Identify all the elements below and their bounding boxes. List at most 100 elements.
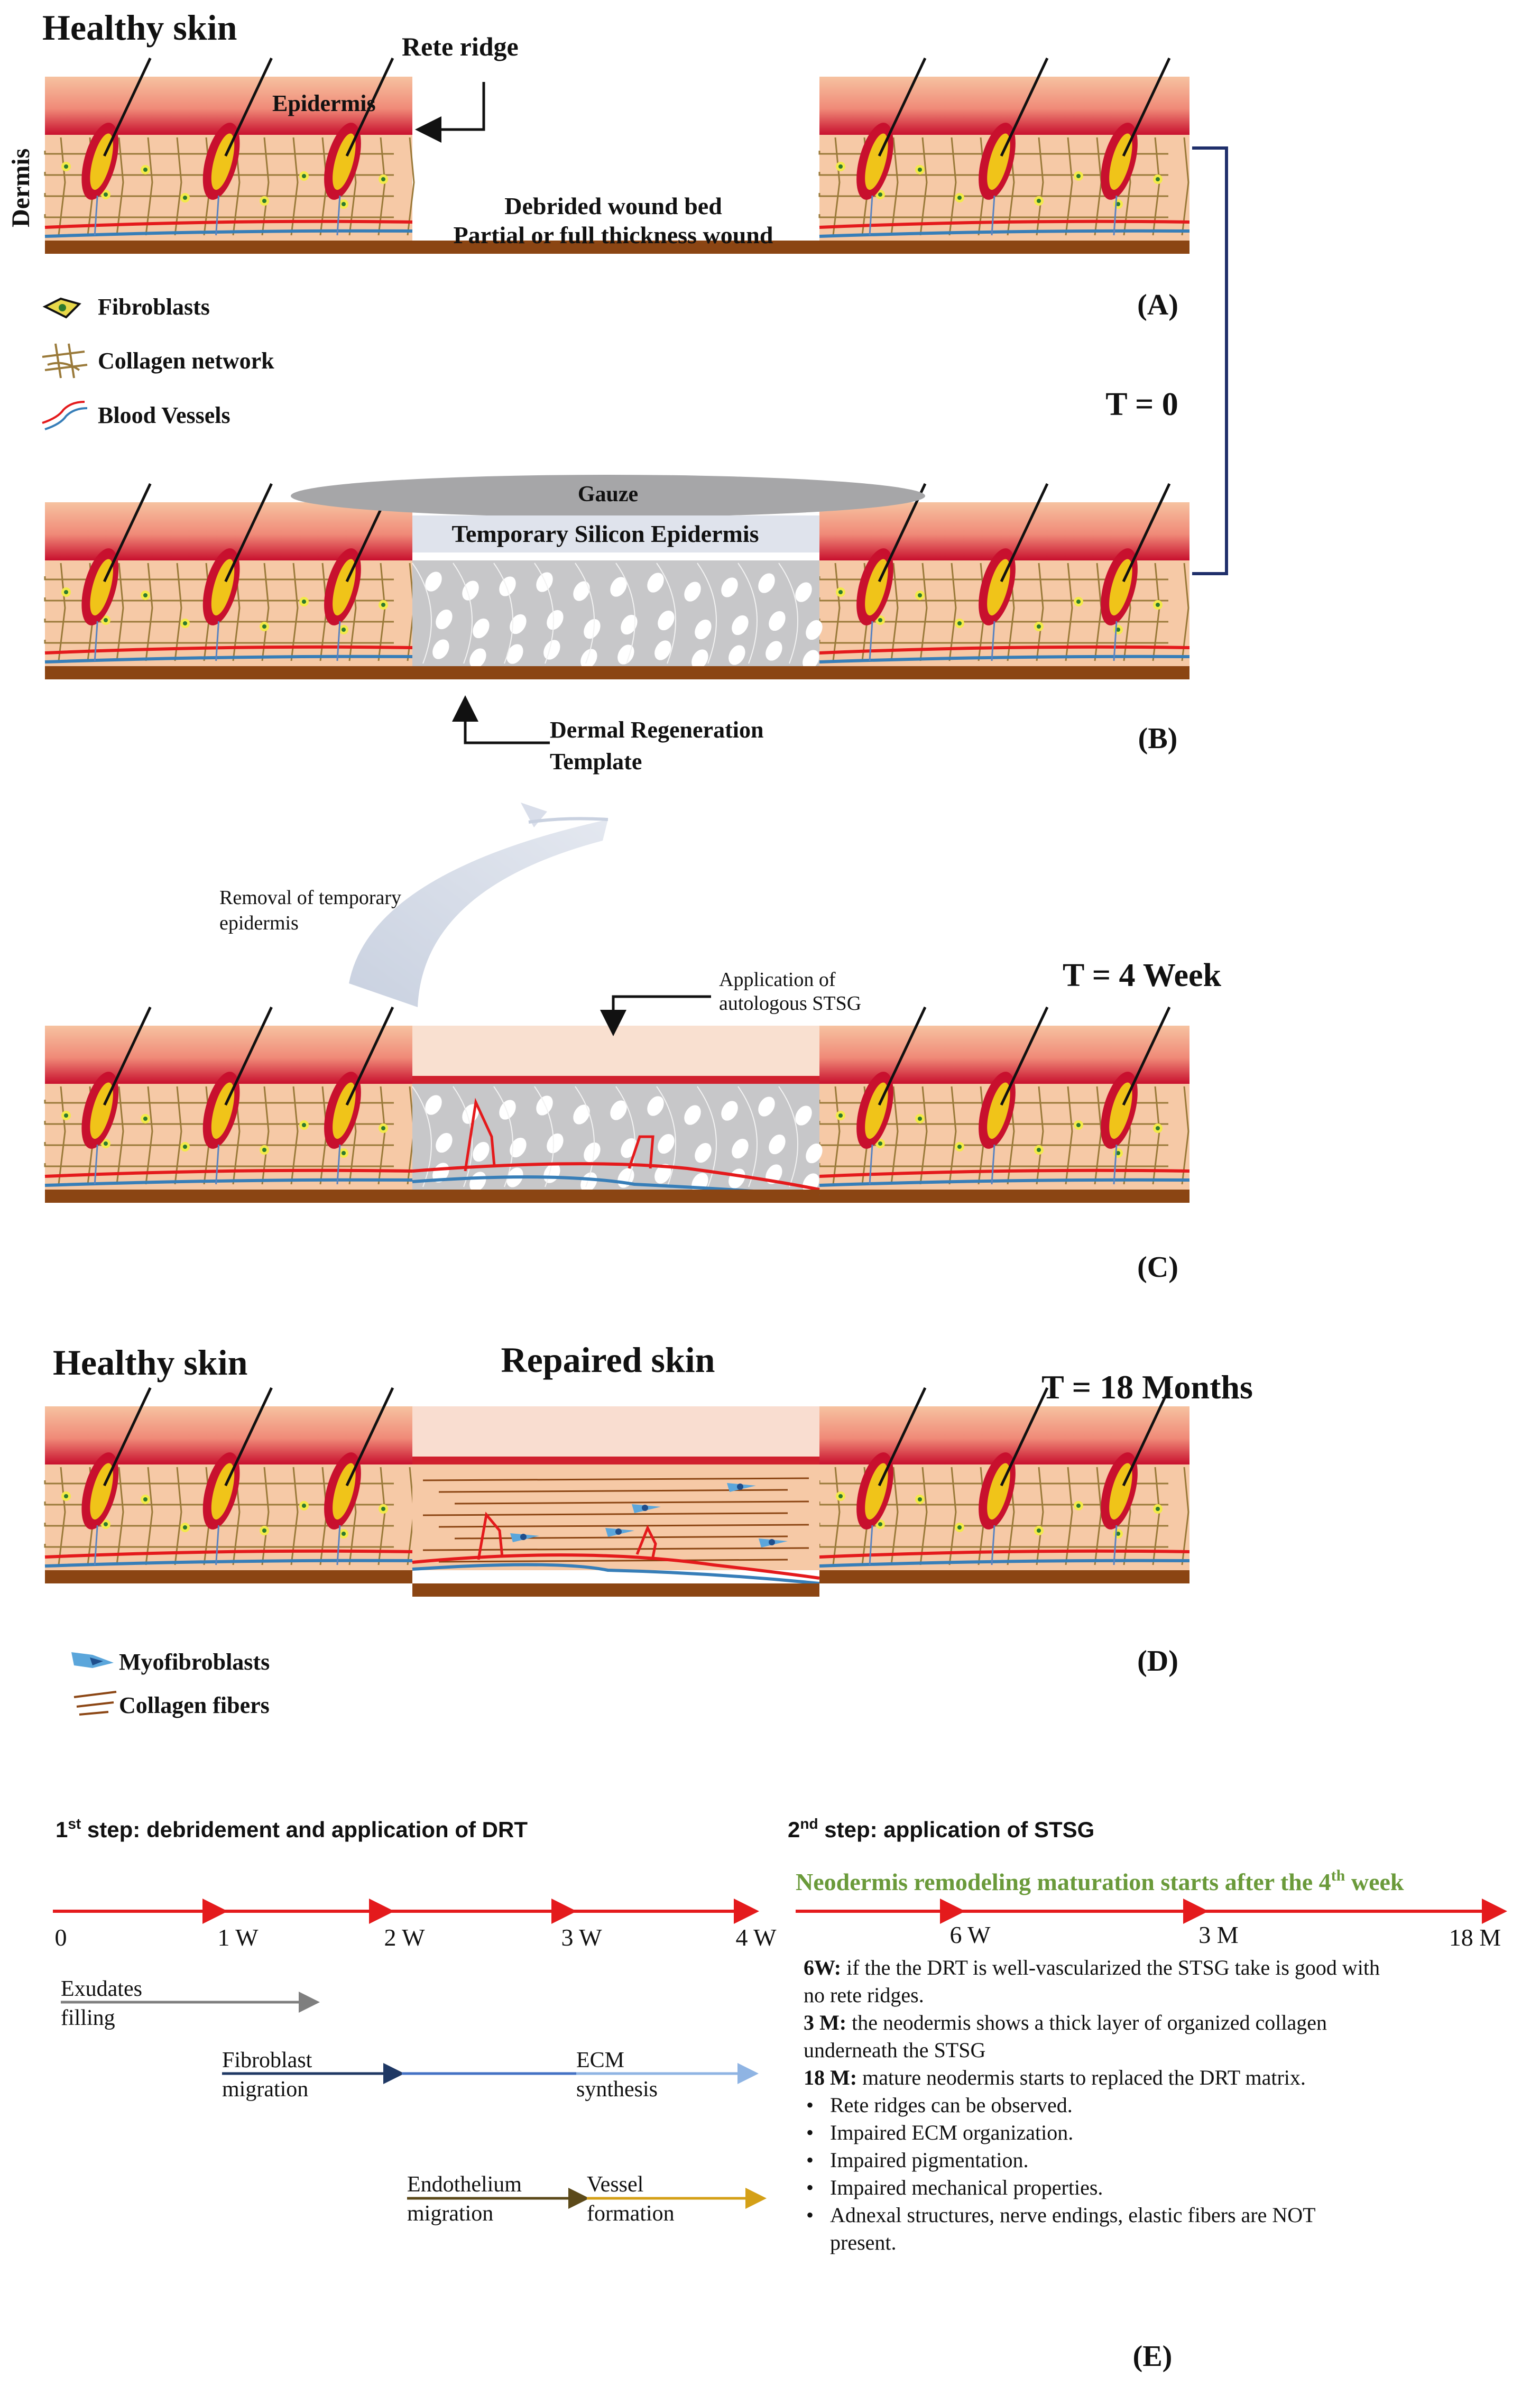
legend-collagen-icon bbox=[42, 343, 88, 379]
vein bbox=[819, 655, 1190, 664]
hair-follicle bbox=[324, 1006, 394, 1185]
artery bbox=[819, 1549, 1190, 1559]
hair-follicle bbox=[81, 57, 152, 236]
tick-18m: 18 M bbox=[1449, 1924, 1501, 1951]
hair-follicle bbox=[856, 1387, 927, 1565]
t18-label: T = 18 Months bbox=[1041, 1368, 1253, 1406]
tick-3m: 3 M bbox=[1198, 1921, 1238, 1948]
legend-blood-vessels: Blood Vessels bbox=[98, 402, 230, 428]
hair-follicle bbox=[1101, 57, 1171, 236]
vein bbox=[412, 1563, 820, 1585]
vessel-line1: Vessel bbox=[587, 2172, 643, 2197]
t0-bracket bbox=[1192, 146, 1228, 575]
drt-arrow bbox=[452, 695, 550, 744]
stsg-layer bbox=[412, 1026, 819, 1084]
base-layer bbox=[45, 1570, 412, 1583]
bullet-item: Impaired pigmentation. bbox=[830, 2148, 1028, 2172]
legend-fibroblast-icon bbox=[42, 297, 81, 319]
myofibroblasts bbox=[510, 1483, 788, 1547]
hair-shaft bbox=[103, 57, 152, 157]
bullet-marker: • bbox=[806, 2148, 814, 2172]
base-layer bbox=[45, 241, 412, 254]
legend-fibroblasts: Fibroblasts bbox=[98, 294, 210, 320]
step1-title: 1st step: debridement and application of… bbox=[56, 1816, 528, 1842]
hair-follicle bbox=[856, 57, 927, 236]
stsg-arrow bbox=[600, 995, 711, 1036]
legend-collagen-network: Collagen network bbox=[98, 348, 274, 374]
artery bbox=[819, 1168, 1190, 1178]
repaired-band bbox=[412, 1457, 819, 1464]
base-layer bbox=[819, 241, 1189, 254]
tick-0: 0 bbox=[55, 1924, 67, 1951]
hair-shaft bbox=[103, 483, 152, 583]
hair-follicle bbox=[856, 1006, 927, 1185]
panel-e-label: (E) bbox=[1133, 2340, 1173, 2373]
legend-collagen-fibers: Collagen fibers bbox=[119, 1692, 270, 1718]
hair-shaft bbox=[345, 1006, 394, 1106]
panel-a-skin bbox=[44, 57, 1190, 254]
hair-follicle bbox=[202, 1387, 273, 1565]
hair-shaft bbox=[345, 57, 394, 157]
temp-epidermis-label: Temporary Silicon Epidermis bbox=[452, 520, 759, 547]
step2-title: 2nd step: application of STSG bbox=[788, 1816, 1094, 1842]
hair-follicle bbox=[81, 1387, 152, 1565]
hair-follicle bbox=[202, 1006, 273, 1185]
vein bbox=[44, 1559, 413, 1568]
panel-e-notes: 6W: if the the DRT is well-vascularized … bbox=[804, 1956, 1380, 2254]
drt-label-line1: Dermal Regeneration bbox=[550, 717, 763, 743]
note-line: 6W: if the the DRT is well-vascularized … bbox=[804, 1956, 1380, 1979]
fibroblast-line2: migration bbox=[222, 2077, 308, 2102]
hair-shaft bbox=[878, 1387, 927, 1487]
note-line: 18 M: mature neodermis starts to replace… bbox=[804, 2066, 1306, 2089]
capillary bbox=[477, 1512, 504, 1560]
hair-shaft bbox=[345, 1387, 394, 1487]
drt-pores bbox=[425, 1095, 823, 1193]
collagen-fibers bbox=[422, 1477, 809, 1563]
wound-base bbox=[412, 241, 819, 254]
gauze-label: Gauze bbox=[578, 482, 638, 506]
base-layer bbox=[412, 1190, 819, 1203]
vein bbox=[819, 1178, 1190, 1187]
rete-ridge-arrow bbox=[415, 82, 485, 143]
t0-label: T = 0 bbox=[1105, 386, 1178, 422]
artery bbox=[819, 645, 1190, 655]
capillary bbox=[635, 1524, 657, 1558]
legend-vessels-icon bbox=[42, 401, 88, 430]
hair-follicle bbox=[1101, 483, 1171, 661]
exudates-line2: filling bbox=[61, 2006, 115, 2030]
capillary bbox=[628, 1135, 654, 1169]
drt-fibers bbox=[412, 563, 798, 664]
base-layer bbox=[45, 666, 412, 679]
wound-base bbox=[412, 666, 819, 679]
panel-a-label: (A) bbox=[1137, 289, 1178, 321]
capillary bbox=[464, 1098, 496, 1172]
tick-1w: 1 W bbox=[217, 1924, 259, 1951]
panel-c-skin bbox=[44, 1006, 1190, 1203]
removal-line1: Removal of temporary bbox=[219, 887, 401, 909]
bullet-item: Impaired mechanical properties. bbox=[830, 2176, 1103, 2199]
hair-follicle bbox=[202, 483, 273, 661]
hair-shaft bbox=[1122, 57, 1171, 157]
hair-follicle bbox=[1101, 1387, 1171, 1565]
hair-follicle bbox=[1101, 1006, 1171, 1185]
gauze-shape bbox=[291, 475, 925, 517]
base-layer bbox=[412, 1583, 819, 1597]
hair-shaft bbox=[224, 1006, 273, 1106]
legend-myofibroblasts: Myofibroblasts bbox=[119, 1649, 270, 1675]
fibroblast-line1: Fibroblast bbox=[222, 2048, 312, 2072]
panel-d-healthy: Healthy skin bbox=[53, 1342, 247, 1383]
tick-4w: 4 W bbox=[735, 1924, 777, 1951]
vessel-line2: formation bbox=[587, 2201, 675, 2226]
drt-matrix bbox=[412, 560, 819, 666]
wound-bed-line1: Debrided wound bed bbox=[504, 192, 722, 219]
hair-shaft bbox=[1000, 1387, 1049, 1487]
artery bbox=[44, 1549, 413, 1559]
hair-follicle bbox=[979, 1006, 1049, 1185]
hair-follicle bbox=[979, 483, 1049, 661]
ecm-line2: synthesis bbox=[576, 2077, 658, 2102]
hair-shaft bbox=[1000, 1006, 1049, 1106]
dermis-label: Dermis bbox=[7, 149, 35, 227]
ecm-line1: ECM bbox=[576, 2048, 624, 2072]
tick-6w: 6 W bbox=[949, 1921, 991, 1948]
